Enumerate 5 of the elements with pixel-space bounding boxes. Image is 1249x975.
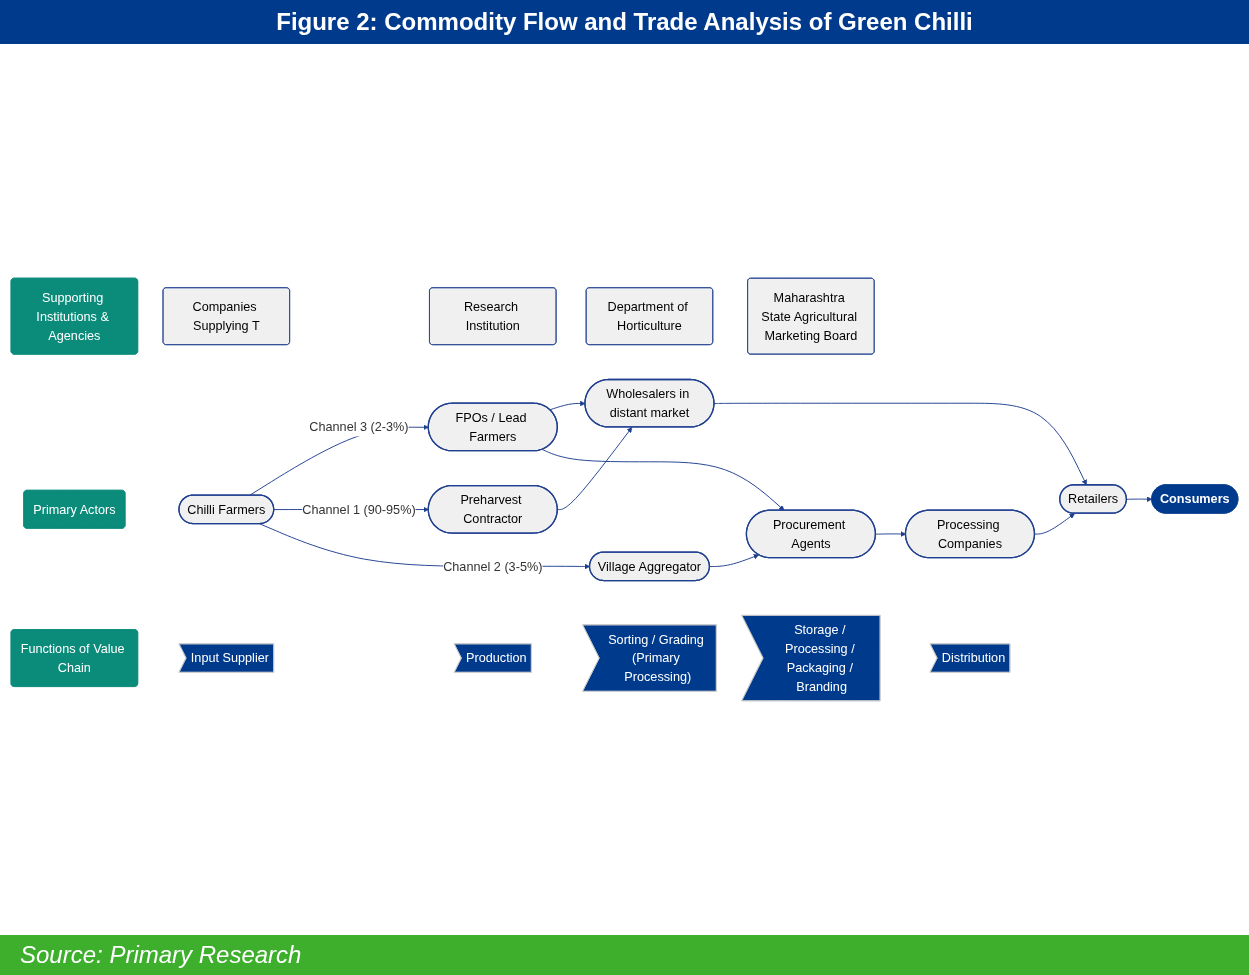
figure-title: Figure 2: Commodity Flow and Trade Analysis of Green Chilli xyxy=(0,0,1249,44)
edge-label: Channel 2 (3-5%) xyxy=(443,559,543,574)
edge-label: Channel 1 (90-95%) xyxy=(302,502,416,517)
source-caption: Source: Primary Research xyxy=(0,935,1249,975)
edge-label: Channel 3 (2-3%) xyxy=(309,420,409,434)
